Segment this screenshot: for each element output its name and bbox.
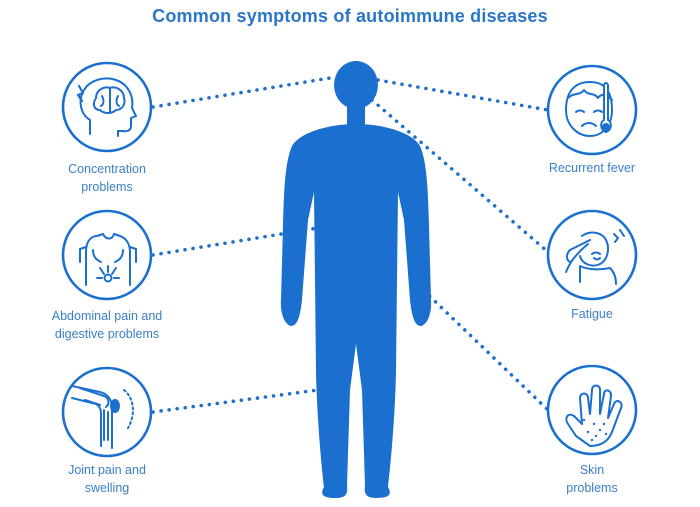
- skin-hand-icon: [565, 384, 623, 447]
- page-title: Common symptoms of autoimmune diseases: [152, 6, 548, 26]
- knee-joint-icon: [71, 385, 134, 449]
- label-fever: Recurrent fever: [548, 161, 636, 175]
- circle-concentration: [61, 61, 153, 153]
- abdomen-icon: [79, 233, 137, 286]
- circle-skin: [546, 364, 638, 456]
- fever-thermometer-icon: [565, 81, 613, 137]
- circle-fatigue: [546, 209, 638, 301]
- tired-person-icon: [565, 229, 625, 285]
- icon-circles: [61, 61, 638, 458]
- brain-head-icon: [76, 77, 137, 137]
- connector-joint: [151, 388, 320, 414]
- connector-fatigue: [370, 98, 550, 254]
- human-silhouette: [280, 61, 432, 498]
- connector-fever: [376, 78, 550, 112]
- label-fatigue: Fatigue: [571, 307, 613, 321]
- circle-joint: [61, 366, 153, 458]
- circle-fever: [546, 64, 638, 156]
- connector-concentration: [151, 76, 332, 109]
- connector-skin: [416, 283, 550, 412]
- circle-abdominal: [61, 209, 153, 301]
